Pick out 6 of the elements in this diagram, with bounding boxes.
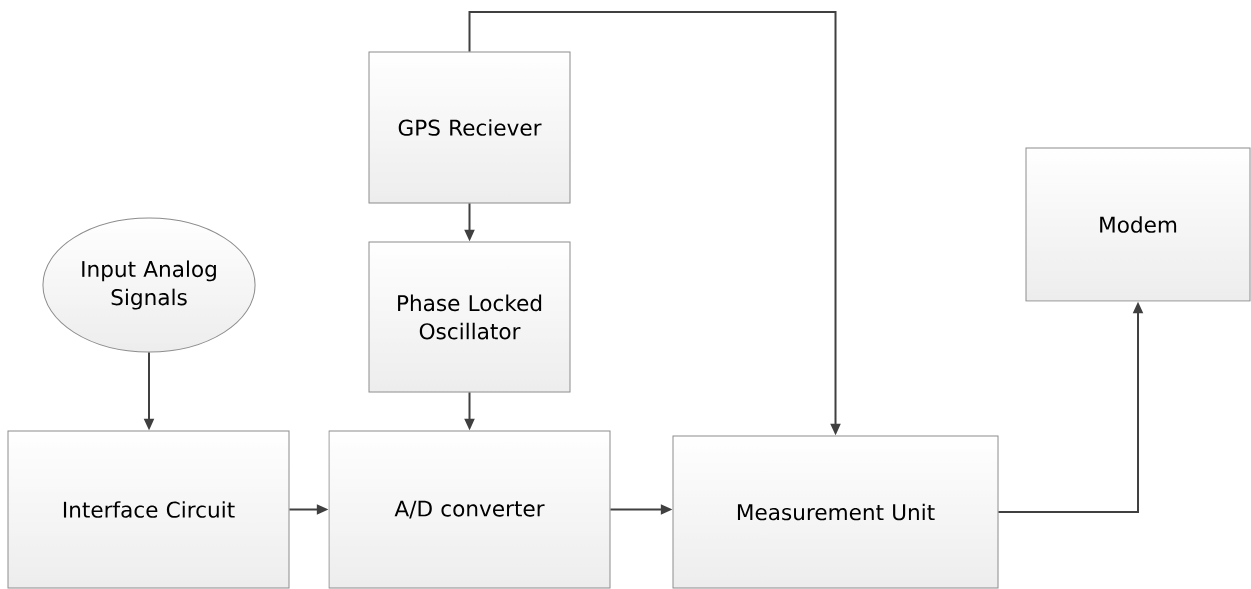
process-box: Measurement Unit — [672, 435, 999, 589]
process-box: Phase Locked Oscillator — [368, 241, 571, 393]
process-box: GPS Reciever — [368, 51, 571, 204]
process-box: Interface Circuit — [7, 430, 290, 589]
process-box: A/D converter — [328, 430, 611, 589]
process-box: Modem — [1025, 147, 1251, 302]
